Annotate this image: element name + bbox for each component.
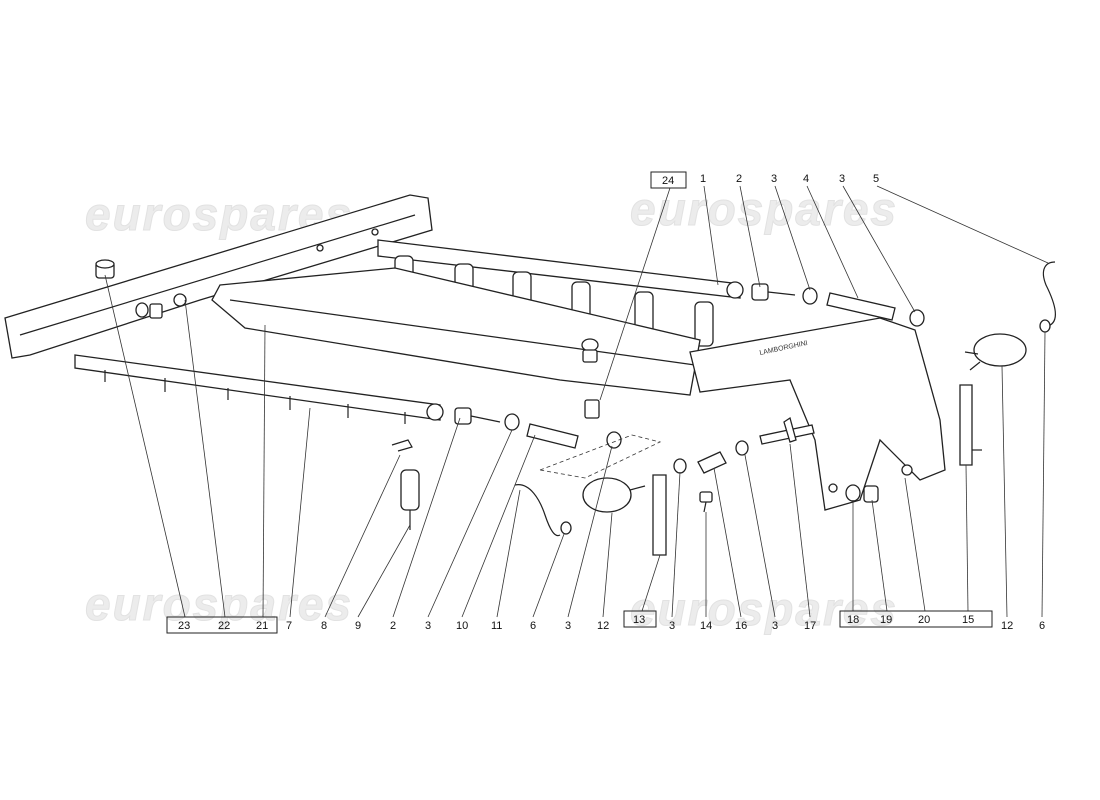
part-13-bracket [652, 474, 667, 556]
callout-2-bottom: 2 [390, 620, 396, 632]
end-bracket: LAMBORGHINI [689, 317, 946, 511]
callout-6-bottom: 6 [530, 620, 536, 632]
watermark-top-right: eurospares [630, 183, 898, 235]
part-3-clamp-upper [802, 287, 818, 305]
watermark-bottom-right: eurospares [630, 583, 898, 635]
part-23-nut [95, 259, 115, 279]
callout-15: 15 [962, 614, 974, 626]
callout-13: 13 [633, 614, 645, 626]
part-3-clamp-mid [606, 431, 622, 449]
part-9-injector-single [400, 469, 420, 530]
part-2-fitting-lower [454, 407, 501, 425]
callout-19: 19 [880, 614, 892, 626]
callout-14: 14 [700, 620, 712, 632]
top-callouts: 1 2 3 4 3 5 [700, 173, 879, 185]
leader-lines [104, 185, 1049, 618]
part-22-washer [135, 302, 149, 318]
callout-23: 23 [178, 620, 190, 632]
callout-3-top-right: 3 [839, 173, 845, 185]
part-12-pressure-regulator-right [964, 333, 1027, 371]
callout-17: 17 [804, 620, 816, 632]
part-19-bolt [863, 485, 879, 503]
boxed-group-23-22-21: 23 22 21 [166, 616, 278, 634]
callout-24: 24 [662, 175, 674, 187]
part-18-washer [845, 484, 861, 502]
part-6-clip-right [1039, 319, 1051, 333]
part-16-hose [697, 451, 727, 474]
part-14-screw [699, 491, 713, 513]
part-10-hose [526, 423, 579, 449]
callout-4: 4 [803, 173, 809, 185]
watermark-bottom-left: eurospares [85, 578, 353, 630]
callout-18: 18 [847, 614, 859, 626]
callout-11: 11 [491, 620, 502, 632]
part-8-clip [391, 439, 413, 452]
part-3-clamp-t [735, 440, 749, 456]
watermark-top-left: eurospares [85, 188, 353, 240]
callout-3-top: 3 [771, 173, 777, 185]
boxed-group-24: 24 [650, 171, 687, 189]
bottom-callouts: 7 8 9 2 3 10 11 6 3 12 3 14 16 3 17 12 6 [286, 620, 1045, 632]
callout-16: 16 [735, 620, 747, 632]
callout-3-bottom-b: 3 [565, 620, 571, 632]
boxed-group-18-19-20-15: 18 19 20 15 [839, 610, 993, 628]
callout-2-top: 2 [736, 173, 742, 185]
callout-20: 20 [918, 614, 930, 626]
callout-8: 8 [321, 620, 327, 632]
callout-5: 5 [873, 173, 879, 185]
part-4-hose-upper [826, 292, 896, 321]
callout-3-bottom-c: 3 [669, 620, 675, 632]
part-3-clamp-lower-right [673, 458, 687, 474]
part-17-tee [759, 416, 815, 445]
callout-9: 9 [355, 620, 361, 632]
manifold-cover [211, 267, 701, 419]
watermark-layer: eurospares eurospares eurospares eurospa… [85, 183, 898, 636]
part-3-clamp-lower [504, 413, 520, 431]
part-11-hose [514, 484, 561, 537]
part-7-lower-fuel-rail [74, 354, 444, 424]
part-2-fitting-upper [751, 283, 796, 301]
callout-12-bottom: 12 [597, 620, 609, 632]
callout-21: 21 [256, 620, 268, 632]
part-6-clip-lower [560, 521, 572, 535]
part-21-bolt [149, 303, 163, 319]
part-5-return-hose [1042, 261, 1056, 327]
assembly-dashline [538, 434, 662, 479]
boxed-group-13: 13 [623, 610, 657, 628]
callout-1: 1 [700, 173, 706, 185]
callout-7: 7 [286, 620, 292, 632]
callout-3-bottom-a: 3 [425, 620, 431, 632]
part-3-clamp-right [909, 309, 925, 327]
callout-22: 22 [218, 620, 230, 632]
part-15-bracket-right [959, 384, 982, 466]
left-intake-rail [4, 194, 433, 359]
part-12-pressure-regulator-lower [582, 477, 646, 513]
callout-12-right: 12 [1001, 620, 1013, 632]
callout-6-right: 6 [1039, 620, 1045, 632]
callout-3-bottom-d: 3 [772, 620, 778, 632]
callout-10: 10 [456, 620, 468, 632]
